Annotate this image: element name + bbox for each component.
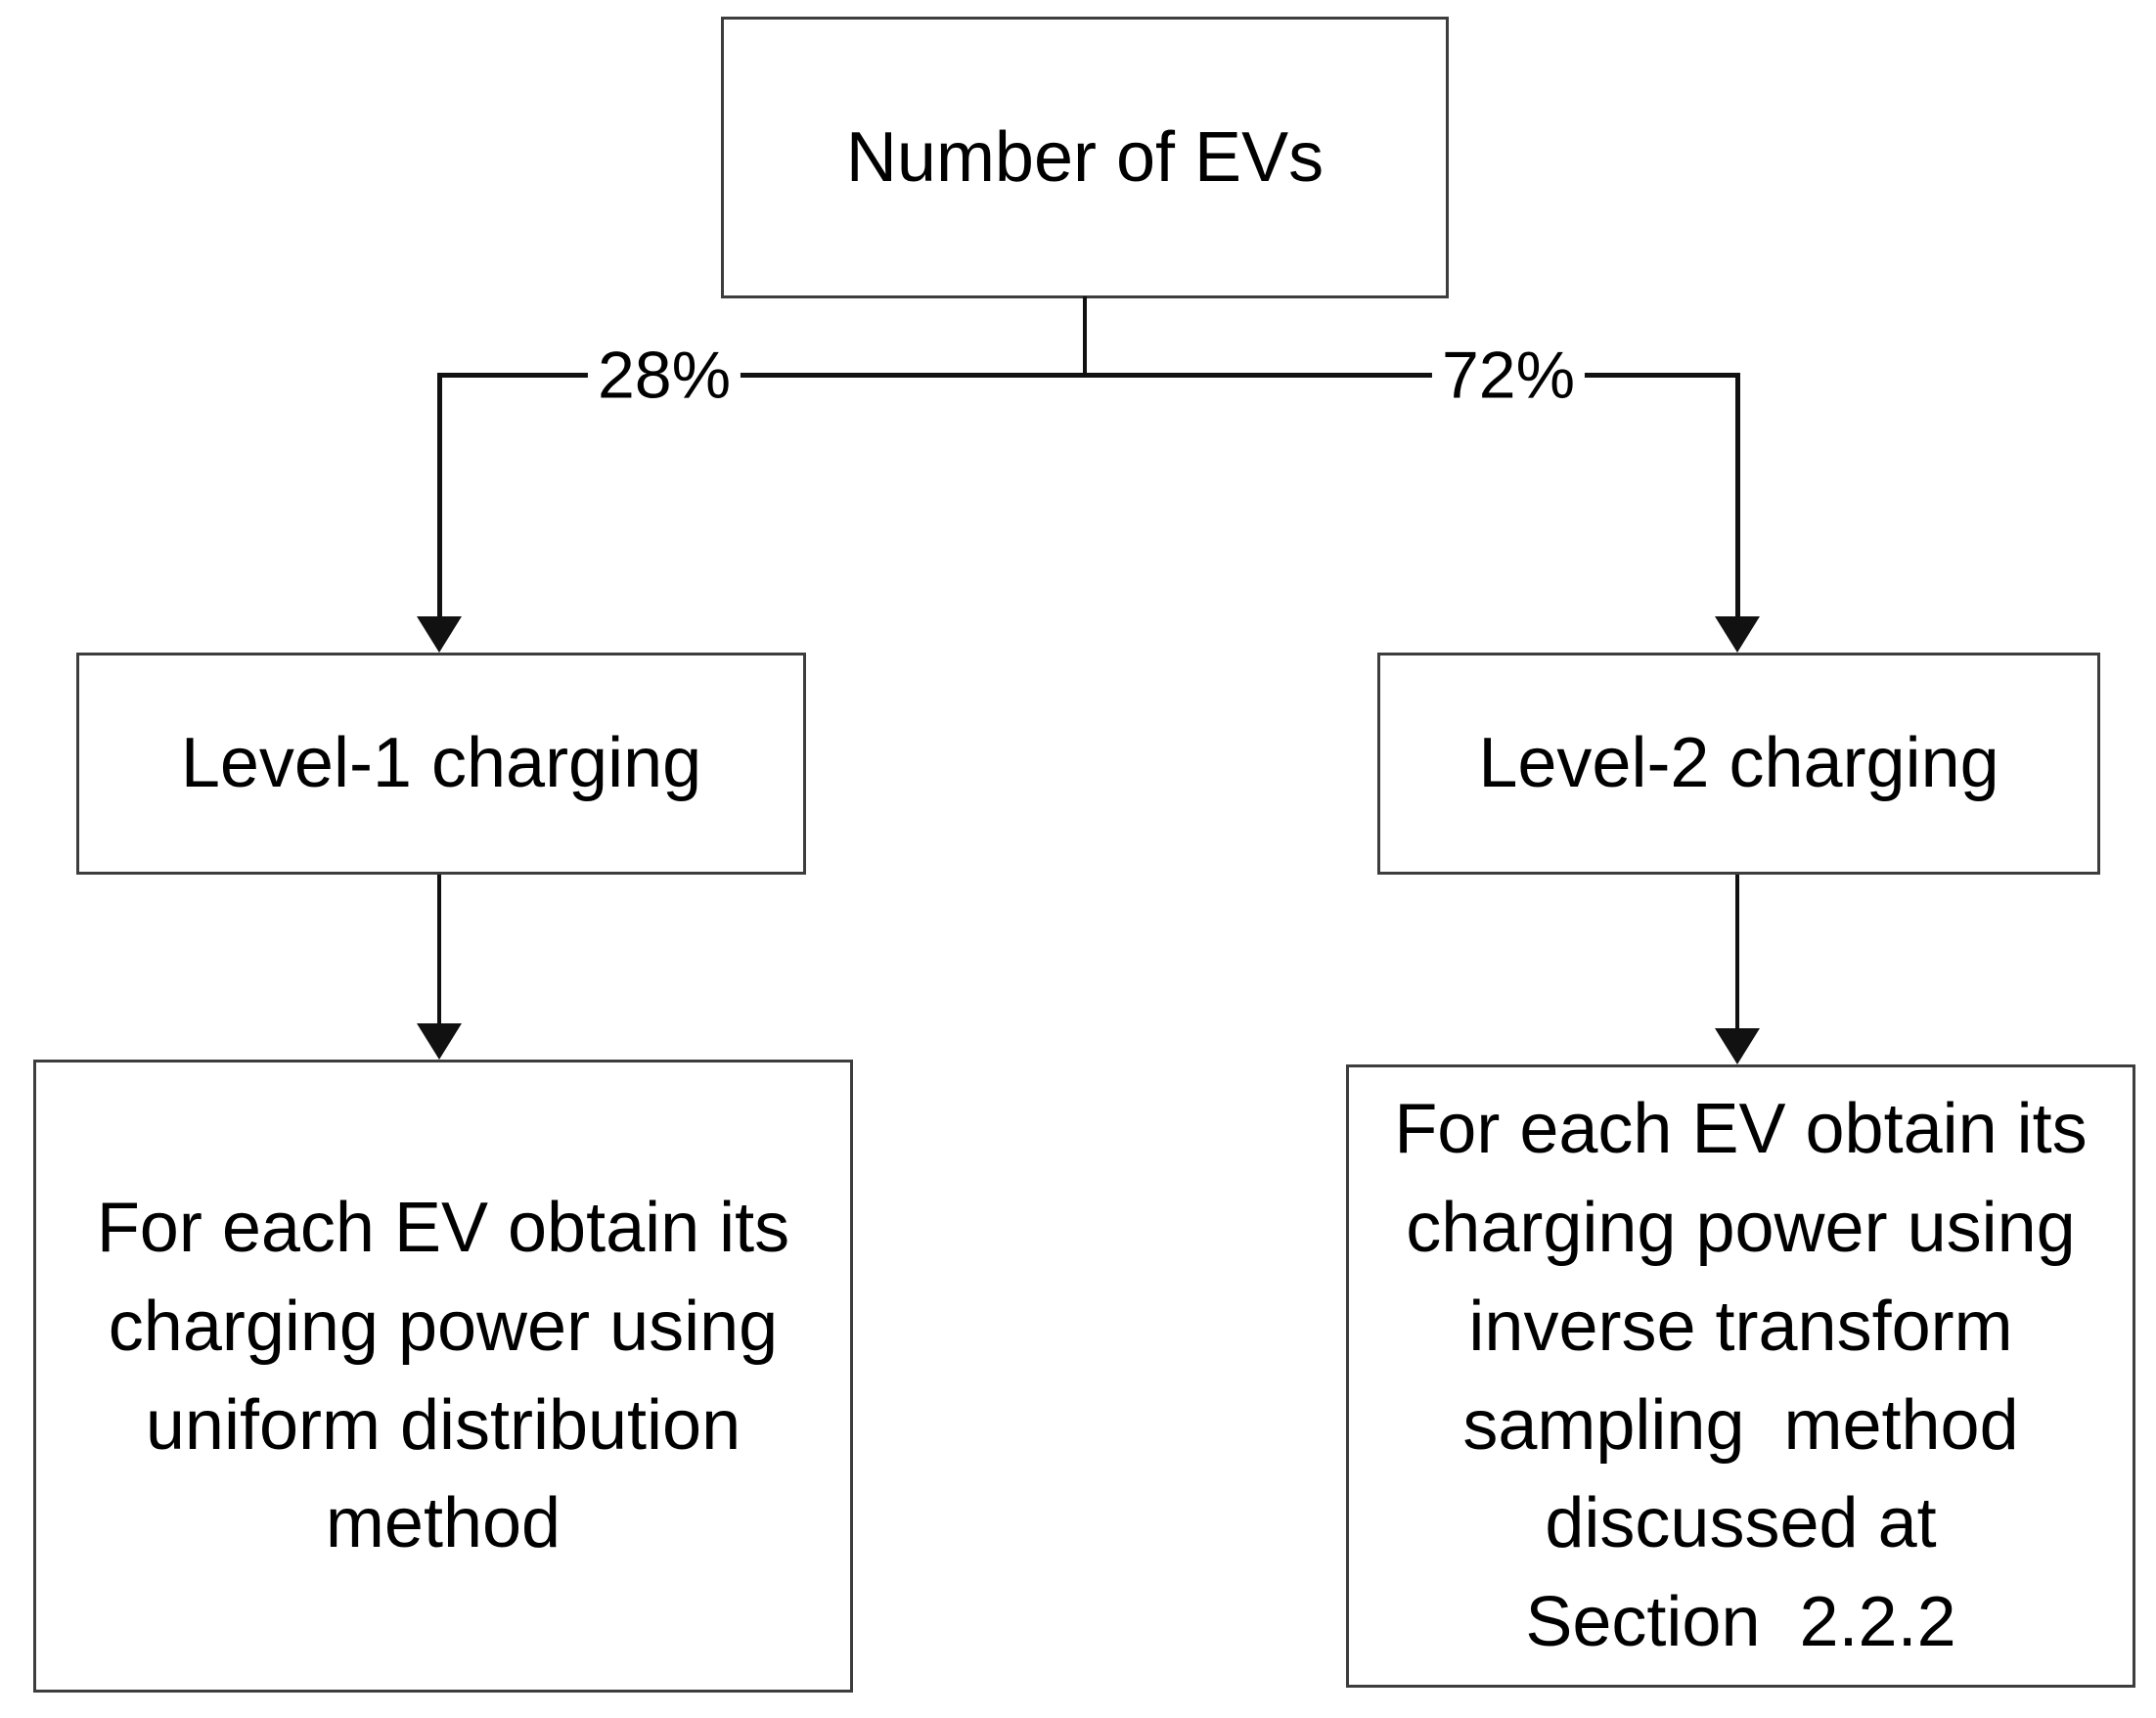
node-uniform-distribution-method-text: For each EV obtain its charging power us… <box>96 1188 790 1563</box>
arrow-down-icon <box>1715 1028 1760 1064</box>
branch-right-percent-label: 72% <box>1431 339 1586 413</box>
level-1-method-connector-line <box>437 875 441 1027</box>
node-uniform-distribution-method: For each EV obtain its charging power us… <box>33 1060 853 1693</box>
node-inverse-transform-sampling-method-text: For each EV obtain its charging power us… <box>1394 1090 2088 1662</box>
node-level-2-charging: Level-2 charging <box>1377 653 2100 875</box>
branch-left-line <box>437 373 442 619</box>
node-level-1-charging: Level-1 charging <box>76 653 806 875</box>
branch-right-line <box>1735 373 1740 619</box>
node-inverse-transform-sampling-method: For each EV obtain its charging power us… <box>1346 1064 2135 1688</box>
node-level-1-charging-label: Level-1 charging <box>180 724 702 803</box>
arrow-down-icon <box>417 1023 462 1060</box>
arrow-down-icon <box>417 616 462 653</box>
arrow-down-icon <box>1715 616 1760 653</box>
branch-left-percent-label: 28% <box>587 339 741 413</box>
branch-horizontal-line <box>437 373 1740 378</box>
level-2-method-connector-line <box>1735 875 1739 1032</box>
node-number-of-evs-label: Number of EVs <box>845 117 1325 197</box>
node-number-of-evs: Number of EVs <box>721 17 1449 298</box>
node-level-2-charging-label: Level-2 charging <box>1478 724 1999 803</box>
root-connector-line <box>1083 296 1087 375</box>
